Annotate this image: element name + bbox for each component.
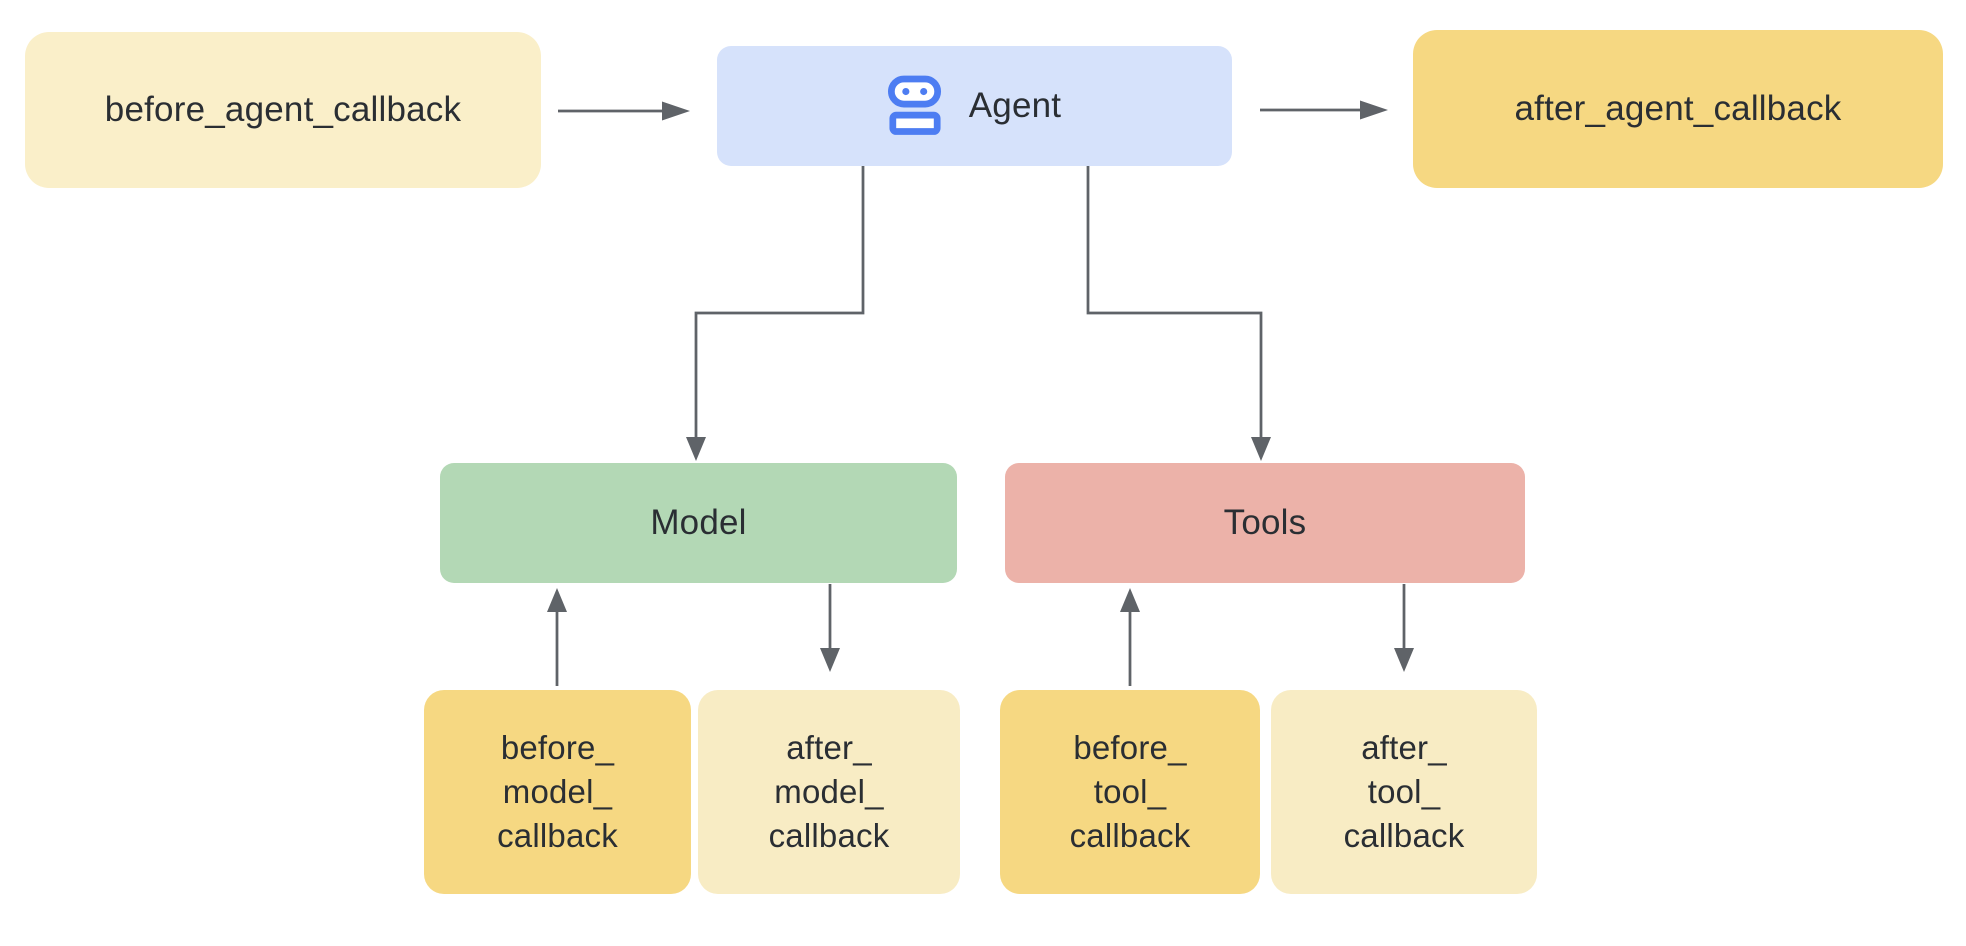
edge-agent-to-model <box>686 166 865 461</box>
label-line: tool_ <box>1367 773 1441 810</box>
edge-agent-to-tools <box>1086 166 1271 461</box>
edge-before-tool-to-tools <box>1120 588 1140 686</box>
node-after-tool-callback: after_ tool_ callback <box>1271 690 1537 894</box>
label-line: callback <box>497 817 618 854</box>
label-line: before_ <box>500 729 615 766</box>
label-line: after_ <box>1361 729 1447 766</box>
node-before-tool-callback: before_ tool_ callback <box>1000 690 1260 894</box>
label-line: callback <box>1069 817 1191 854</box>
node-before-agent-callback-label: before_agent_callback <box>104 90 462 129</box>
node-agent-label: Agent <box>968 86 1062 125</box>
node-model-label: Model <box>650 503 747 542</box>
node-after-model-callback-label: after_ model_ callback <box>769 726 890 858</box>
node-before-model-callback: before_ model_ callback <box>424 690 691 894</box>
label-line: callback <box>1343 817 1465 854</box>
label-line: tool_ <box>1093 773 1167 810</box>
node-tools: Tools <box>1005 463 1525 583</box>
node-after-agent-callback-label: after_agent_callback <box>1514 89 1842 128</box>
node-after-model-callback: after_ model_ callback <box>698 690 960 894</box>
node-before-agent-callback: before_agent_callback <box>25 32 541 188</box>
edge-before-model-to-model <box>547 588 567 686</box>
node-model: Model <box>440 463 957 583</box>
label-line: before_ <box>1073 729 1187 766</box>
label-line: after_ <box>786 729 872 766</box>
label-line: model_ <box>774 773 884 810</box>
node-before-tool-callback-label: before_ tool_ callback <box>1070 726 1191 858</box>
edge-agent-to-after-agent <box>1260 100 1388 120</box>
edge-before-agent-to-agent <box>558 101 690 121</box>
node-before-model-callback-label: before_ model_ callback <box>497 726 618 858</box>
node-agent: Agent <box>717 46 1232 166</box>
robot-icon <box>887 75 942 137</box>
node-tools-label: Tools <box>1223 503 1307 542</box>
node-after-tool-callback-label: after_ tool_ callback <box>1344 726 1465 858</box>
edge-model-to-after-model <box>820 584 840 672</box>
label-line: callback <box>768 817 890 854</box>
label-line: model_ <box>502 773 613 810</box>
node-after-agent-callback: after_agent_callback <box>1413 30 1943 188</box>
edge-tools-to-after-tool <box>1394 584 1414 672</box>
